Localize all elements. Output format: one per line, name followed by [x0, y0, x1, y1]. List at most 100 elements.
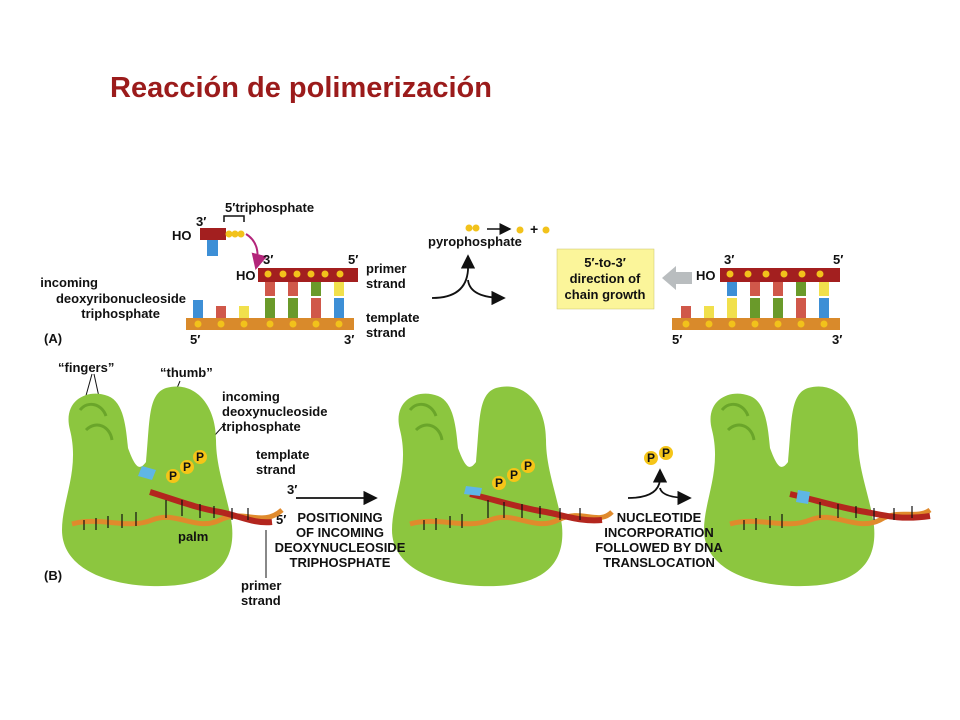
base [311, 282, 321, 296]
phosphate [820, 320, 828, 328]
step2-line4: TRANSLOCATION [603, 555, 715, 570]
phosphate [542, 226, 550, 234]
phosphate-ball [193, 450, 207, 464]
base [288, 282, 298, 296]
primer-strand-label-2: strand [366, 276, 406, 291]
phosphate-ball [659, 446, 673, 460]
enzyme-body [704, 386, 875, 587]
left-template-5prime: 5′ [190, 332, 200, 347]
right-primer-5prime: 5′ [833, 252, 843, 267]
pyrophosphate-label: pyrophosphate [428, 234, 522, 249]
right-template-5prime: 5′ [672, 332, 682, 347]
growth-direction-arrow [662, 266, 692, 290]
base [216, 306, 226, 318]
template-b-line1: template [256, 447, 309, 462]
base [796, 298, 806, 318]
finger-grooves [78, 402, 114, 441]
phosphate [335, 320, 343, 328]
base [750, 282, 760, 296]
step1-line2: OF INCOMING [296, 525, 384, 540]
step2-line2: INCORPORATION [604, 525, 714, 540]
primer-strand [469, 491, 603, 524]
direction-line3: chain growth [565, 287, 646, 302]
base [727, 298, 737, 318]
template-strand [71, 508, 284, 527]
phosphate [225, 230, 233, 238]
phosphate [194, 320, 202, 328]
phosphate [744, 270, 752, 278]
polymerase-enzyme-2 [392, 386, 563, 587]
template-b-3prime: 3′ [287, 482, 297, 497]
phosphate [797, 320, 805, 328]
right-ho: HO [696, 268, 716, 283]
p-label: P [647, 451, 655, 465]
left-duplex: 3′ HO 5′ [186, 252, 419, 347]
primer-b-5prime: 5′ [276, 512, 286, 527]
phosphate [312, 320, 320, 328]
direction-box-bg [556, 248, 655, 310]
base-pairs [743, 502, 913, 530]
template-b-line2: strand [256, 462, 296, 477]
reaction-arrow [467, 279, 506, 306]
base [193, 300, 203, 318]
left-ho: HO [236, 268, 256, 283]
right-primer-3prime: 3′ [724, 252, 734, 267]
dna-helix-1: P P P palm [71, 450, 284, 544]
release-arrow [627, 468, 668, 499]
phosphate [465, 224, 473, 232]
phosphate [780, 270, 788, 278]
step1-line3: DEOXYNUCLEOSIDE [275, 540, 406, 555]
phosphate [279, 270, 287, 278]
base [334, 298, 344, 318]
polymerase-enzyme-1 [62, 386, 233, 587]
phosphate [774, 320, 782, 328]
incoming-nucleotide-b [464, 486, 482, 496]
direction-box: 5′-to-3′ direction of chain growth [556, 248, 692, 310]
phosphate [726, 270, 734, 278]
dna-helix-2: P P P [409, 459, 614, 530]
template-strand-label-2: strand [366, 325, 406, 340]
incoming-sugar [200, 228, 226, 240]
p-label: P [524, 459, 532, 473]
triphosphate-bracket [223, 215, 245, 222]
panel-a: incoming deoxyribonucleoside triphosphat… [40, 200, 843, 347]
base [681, 306, 691, 318]
phosphate [728, 320, 736, 328]
base [819, 282, 829, 296]
primer-strand [789, 491, 931, 521]
incorporated-nucleotide [796, 490, 810, 504]
primer-strand-label-1: primer [366, 261, 406, 276]
thumb-label: “thumb” [160, 365, 213, 380]
phosphate-ball [166, 469, 180, 483]
phosphate [762, 270, 770, 278]
polymerase-enzyme-3 [704, 386, 875, 587]
step-1: POSITIONING OF INCOMING DEOXYNUCLEOSIDE … [275, 490, 406, 570]
finger-grooves [720, 402, 756, 441]
phosphate [751, 320, 759, 328]
phosphate-ball [644, 451, 658, 465]
phosphate [321, 270, 329, 278]
phosphate [264, 270, 272, 278]
fingers-label: “fingers” [58, 360, 114, 375]
incorporation-arrow [245, 233, 268, 270]
primer-b-line2: strand [241, 593, 281, 608]
step1-line4: TRIPHOSPHATE [290, 555, 391, 570]
incoming-b-line1: incoming [222, 389, 280, 404]
palm-label: palm [178, 529, 208, 544]
incoming-label-line3: triphosphate [81, 306, 160, 321]
base [265, 282, 275, 296]
release-arrow [431, 254, 476, 299]
base [727, 282, 737, 296]
base [311, 298, 321, 318]
phosphate-ball [180, 460, 194, 474]
finger-grooves [408, 402, 444, 441]
panel-b-label: (B) [44, 568, 62, 583]
enzyme-body [392, 386, 563, 587]
base-pairs [423, 500, 581, 530]
direction-line2: direction of [570, 271, 641, 286]
phosphate [798, 270, 806, 278]
incoming-b-line3: triphosphate [222, 419, 301, 434]
phosphate [231, 230, 239, 238]
p-label: P [196, 450, 204, 464]
